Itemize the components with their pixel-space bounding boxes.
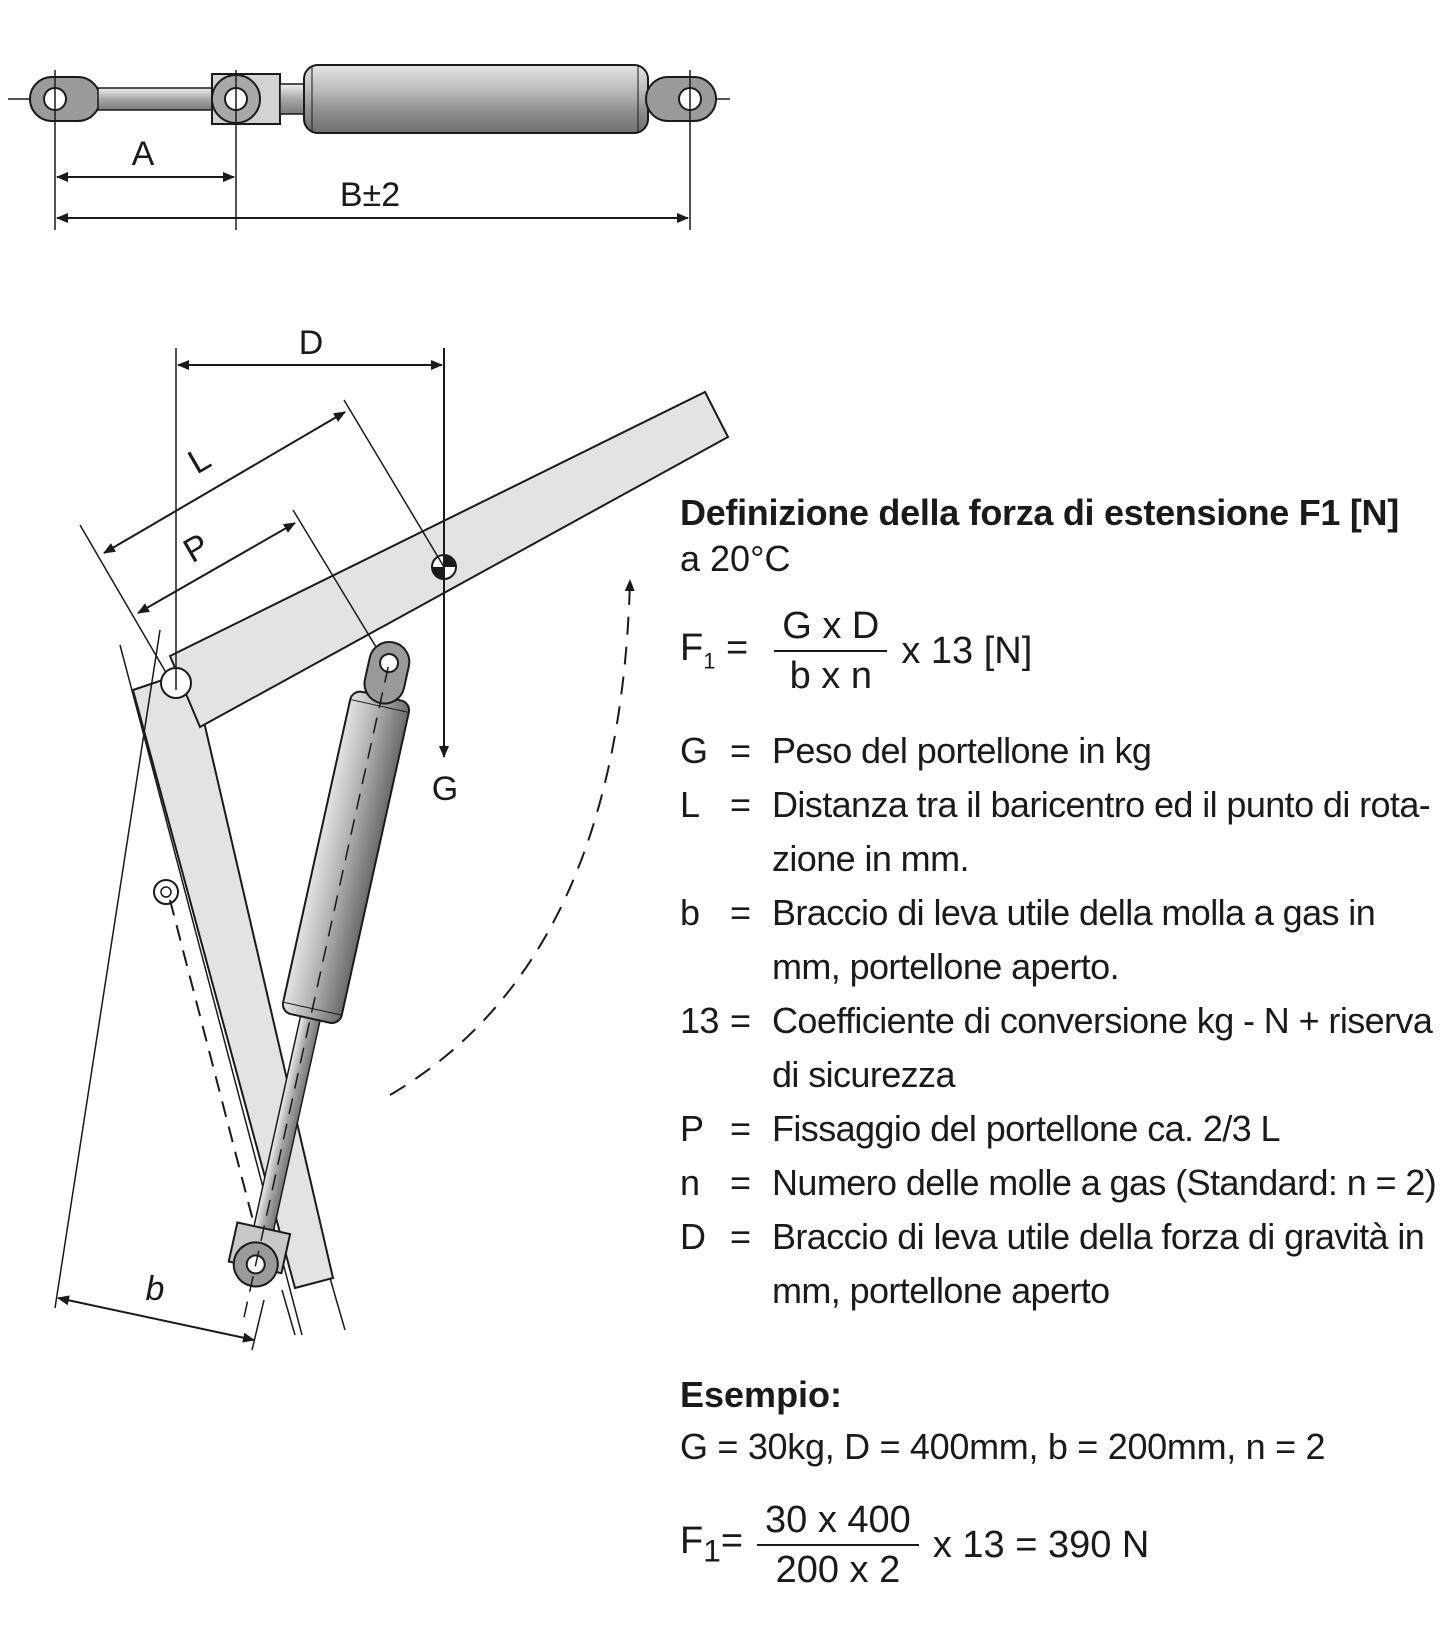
dimension-p-line [137,522,296,614]
text-panel: Definizione della forza di estensione F1… [680,490,1440,1592]
formula-fraction: G x D b x n [774,604,888,698]
definition-item: n=Numero delle molle a gas (Standard: n … [680,1162,1437,1203]
formula-denominator: b x n [789,655,872,697]
definition-item: D=Braccio di leva utile della forza di g… [680,1216,1425,1311]
label-p: P [177,526,216,570]
label-l: L [182,439,217,481]
dimension-l-line [103,411,346,554]
example-values: G = 30kg, D = 400mm, b = 200mm, n = 2 [680,1426,1326,1467]
subheading: a 20°C [680,538,791,579]
example-formula-denominator: 200 x 2 [775,1549,901,1591]
label-b: B±2 [340,176,400,214]
example-formula-fraction: 30 x 400 200 x 2 [757,1498,919,1592]
example-formula: F1= 30 x 400 200 x 2 x 13 = 390 N [680,1498,1440,1592]
gas-spring-side-view: A B±2 [8,64,730,230]
label-g: G [432,770,458,808]
example-formula-lhs: F1= [680,1520,744,1569]
formula-lhs: F1 = [680,627,749,674]
label-d: D [299,324,324,362]
definitions-list: G=Peso del portellone in kg L=Distanza t… [680,724,1440,1318]
example-formula-suffix: x 13 = 390 N [932,1523,1150,1566]
definition-item: b=Braccio di leva utile della molla a ga… [680,892,1376,987]
definition-item: G=Peso del portellone in kg [680,730,1152,771]
extension-force-formula: F1 = G x D b x n x 13 [N] [680,604,1440,698]
gas-spring-open [227,641,411,1322]
formula-numerator: G x D [774,604,888,652]
heading: Definizione della forza di estensione F1… [680,492,1399,533]
mounting-geometry: G D L P [54,324,730,1351]
definition-item: 13=Coefficiente di conversione kg - N + … [680,1000,1433,1095]
definition-item: L=Distanza tra il baricentro ed il punto… [680,784,1431,879]
definition-item: P=Fissaggio del portellone ca. 2/3 L [680,1108,1281,1149]
example-formula-numerator: 30 x 400 [757,1498,919,1546]
dimension-b-lever-line [57,1295,255,1343]
formula-suffix: x 13 [N] [901,629,1033,672]
opening-arc [389,579,635,1096]
label-b-lever: b [146,1270,165,1308]
example-title: Esempio: [680,1374,843,1415]
label-a: A [132,135,155,173]
